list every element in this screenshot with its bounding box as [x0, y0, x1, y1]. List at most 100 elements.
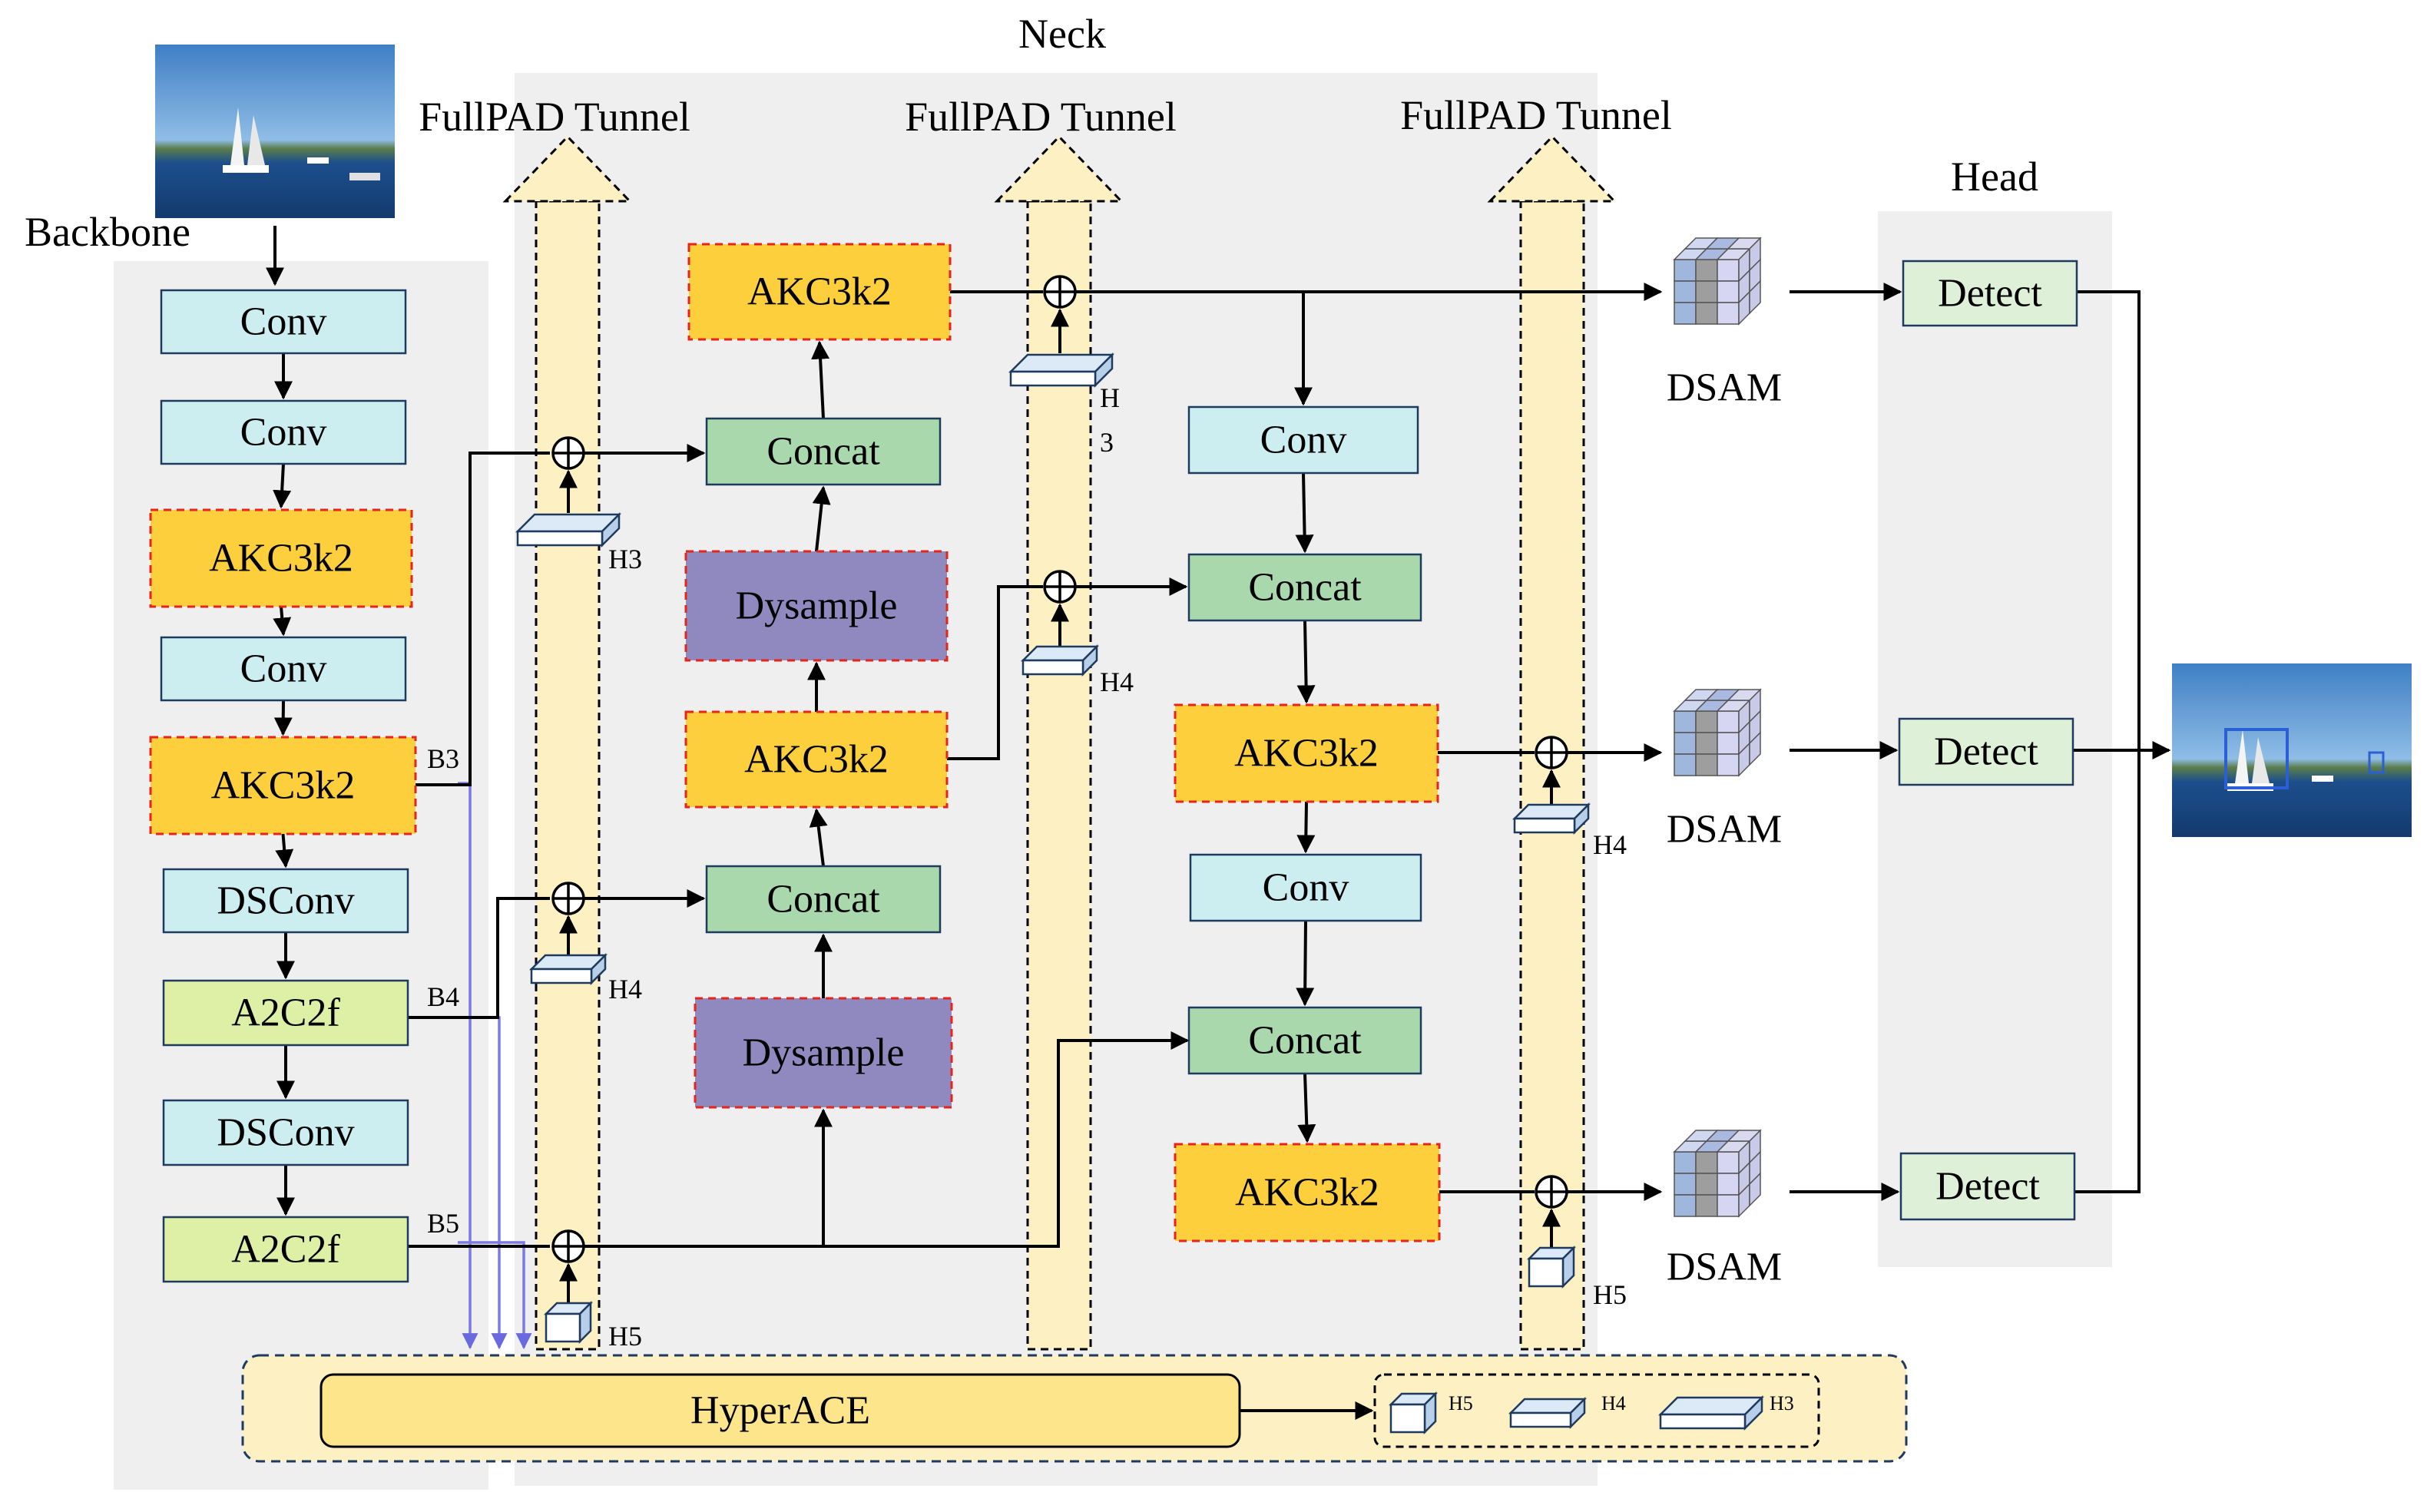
neck-col2-block-3-label: AKC3k2 — [1234, 732, 1379, 776]
neck-col2-block-2-label: Concat — [1248, 566, 1362, 610]
neck-col2-block-5: Concat — [1187, 1006, 1422, 1075]
ace-h4-label: H4 — [1601, 1392, 1626, 1414]
backbone-block-8-label: DSConv — [217, 1111, 354, 1155]
input-image — [155, 45, 395, 218]
neck-col1-block-5: Concat — [705, 865, 942, 934]
neck-col2-block-4: Conv — [1189, 853, 1422, 922]
b3-path — [416, 452, 550, 786]
neck-col1-block-6-label: Dysample — [743, 1031, 905, 1075]
backbone-arrow-3 — [273, 606, 292, 637]
tunnel-3-label: FullPAD Tunnel — [1400, 92, 1672, 138]
neck-col1-block-1-label: AKC3k2 — [747, 270, 892, 314]
neck-col2-block-5-label: Concat — [1248, 1019, 1362, 1063]
backbone-output-b3: B3 — [427, 743, 459, 774]
backbone-block-6: DSConv — [162, 868, 409, 934]
neck-col1-block-4-label: AKC3k2 — [744, 738, 889, 782]
neck-col1-arrow-2 — [812, 485, 831, 552]
backbone-block-9: A2C2f — [162, 1216, 409, 1283]
neck-col1-arrow-4 — [809, 808, 828, 867]
neck-col1-block-4: AKC3k2 — [684, 710, 949, 809]
backbone-block-4: Conv — [160, 636, 407, 702]
t2-h4-feature — [1020, 644, 1100, 677]
t2-h3-label-line2: 3 — [1100, 427, 1114, 458]
head-detect-1: Detect — [1902, 260, 2078, 327]
backbone-block-1-label: Conv — [240, 300, 327, 344]
head-detect-3-label: Detect — [1935, 1165, 2040, 1209]
dsam-label-1: DSAM — [1667, 366, 1782, 410]
dsam-cube-1 — [1673, 237, 1762, 326]
t2-oplus-h4 — [1043, 570, 1077, 604]
dsam-label-3: DSAM — [1667, 1246, 1782, 1289]
t1-h5-label: H5 — [608, 1321, 642, 1352]
t1-h4-label: H4 — [608, 974, 642, 1004]
fullpad-tunnel-1: FullPAD Tunnel — [419, 94, 690, 1351]
backbone-block-4-label: Conv — [240, 647, 327, 691]
ace-h3-label: H3 — [1770, 1392, 1794, 1414]
tunnel-1-label: FullPAD Tunnel — [419, 94, 690, 140]
backbone-output-b5: B5 — [427, 1208, 459, 1239]
t1-h4-feature — [528, 952, 608, 986]
ace-h4-feature — [1508, 1396, 1588, 1430]
backbone-block-2: Conv — [160, 399, 407, 465]
ace-h5-label: H5 — [1449, 1392, 1473, 1414]
backbone-block-5: AKC3k2 — [149, 736, 417, 835]
t1-oplus-h5 — [551, 1229, 585, 1263]
head-detect-1-label: Detect — [1938, 272, 2042, 316]
backbone-arrow-4 — [273, 700, 293, 736]
dsam-cube-2 — [1673, 688, 1762, 777]
b5-to-neck-path — [584, 1039, 1186, 1248]
neck-col2-block-1: Conv — [1187, 405, 1419, 475]
output-image — [2172, 663, 2412, 837]
neck-col1-arrow-1 — [811, 340, 830, 419]
neck-col2-block-2: Concat — [1187, 553, 1422, 622]
detect-merge-path — [2074, 290, 2141, 1193]
t3-oplus-h5 — [1535, 1175, 1568, 1209]
mid-akc-path — [947, 585, 1043, 760]
neck-col1-block-3-label: Dysample — [736, 584, 898, 628]
neck-title: Neck — [1018, 11, 1106, 57]
backbone-block-8: DSConv — [162, 1099, 409, 1166]
head-title: Head — [1951, 154, 2038, 200]
t3-h4-feature — [1511, 802, 1591, 835]
neck-col2-arrow-5 — [1297, 1073, 1316, 1143]
t2-h4-label: H4 — [1100, 667, 1134, 697]
backbone-block-7: A2C2f — [162, 979, 409, 1047]
neck-col2-block-6: AKC3k2 — [1174, 1143, 1441, 1242]
backbone-arrow-2 — [273, 463, 292, 509]
t3-h4-label: H4 — [1593, 829, 1627, 860]
neck-col2-block-6-label: AKC3k2 — [1235, 1171, 1379, 1215]
t1-h3-feature — [515, 511, 622, 548]
t2-h3-feature — [1008, 352, 1115, 389]
backbone-block-9-label: A2C2f — [231, 1228, 340, 1272]
tunnel-2-label: FullPAD Tunnel — [905, 94, 1177, 140]
backbone-block-3: AKC3k2 — [149, 508, 413, 608]
t1-h5-feature — [543, 1300, 594, 1345]
neck-col1-block-3: Dysample — [684, 550, 949, 662]
neck-col2-block-1-label: Conv — [1260, 419, 1347, 462]
neck-col1-block-2: Concat — [705, 417, 942, 486]
t3-h5-feature — [1526, 1245, 1577, 1289]
t1-h3-label: H3 — [608, 544, 642, 574]
t3-oplus-h4 — [1535, 736, 1568, 769]
dsam-label-2: DSAM — [1667, 808, 1782, 852]
t1-oplus-h3 — [551, 436, 585, 470]
neck-col2-arrow-4 — [1296, 920, 1315, 1007]
backbone-block-2-label: Conv — [240, 411, 327, 455]
fullpad-tunnel-3: FullPAD Tunnel — [1400, 92, 1672, 1351]
t2-h3-label-line1: H — [1100, 382, 1120, 413]
neck-col1-block-6: Dysample — [694, 997, 953, 1109]
backbone-block-6-label: DSConv — [217, 879, 354, 923]
t1-oplus-h4 — [551, 882, 585, 915]
head-detect-2: Detect — [1898, 717, 2074, 786]
hyperace-label: HyperACE — [690, 1389, 870, 1433]
t2-oplus-h3 — [1043, 275, 1077, 309]
backbone-block-7-label: A2C2f — [231, 991, 340, 1035]
backbone-block-5-label: AKC3k2 — [211, 764, 356, 808]
ace-h5-feature — [1388, 1391, 1439, 1435]
neck-col2-arrow-1 — [1295, 472, 1314, 554]
head-detect-2-label: Detect — [1934, 730, 2038, 774]
backbone-block-3-label: AKC3k2 — [209, 537, 353, 581]
backbone-block-1: Conv — [160, 289, 407, 355]
neck-col2-block-4-label: Conv — [1263, 866, 1349, 910]
